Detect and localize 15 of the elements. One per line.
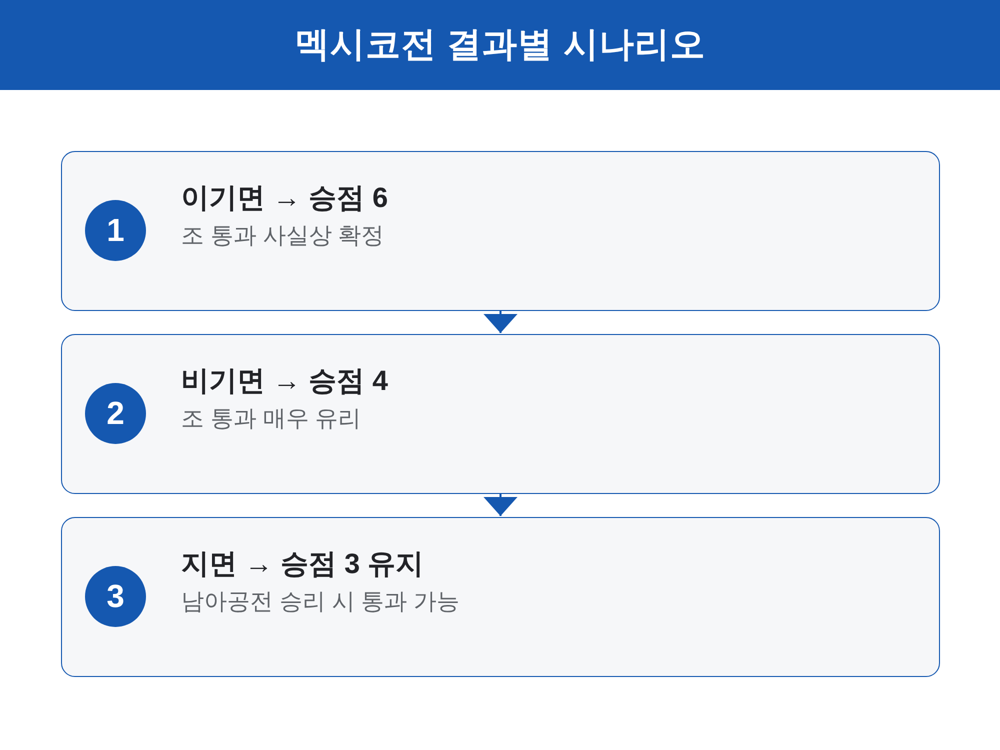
step-number-circle: 1 [85,200,146,261]
step-description: 남아공전 승리 시 통과 가능 [181,587,460,615]
step-number-circle: 3 [85,566,146,627]
step-description: 조 통과 사실상 확정 [181,221,384,249]
step-heading: 비기면 → 승점 4 [181,364,388,398]
step-heading: 지면 → 승점 3 유지 [181,547,424,581]
step-card [61,151,940,311]
down-arrow [484,494,518,516]
step-heading: 이기면 → 승점 6 [181,181,388,215]
down-arrow [484,311,518,333]
step-number-circle: 2 [85,383,146,444]
step-card [61,517,940,677]
title-banner: 멕시코전 결과별 시나리오 [0,0,1000,90]
step-description: 조 통과 매우 유리 [181,404,362,432]
step-card [61,334,940,494]
